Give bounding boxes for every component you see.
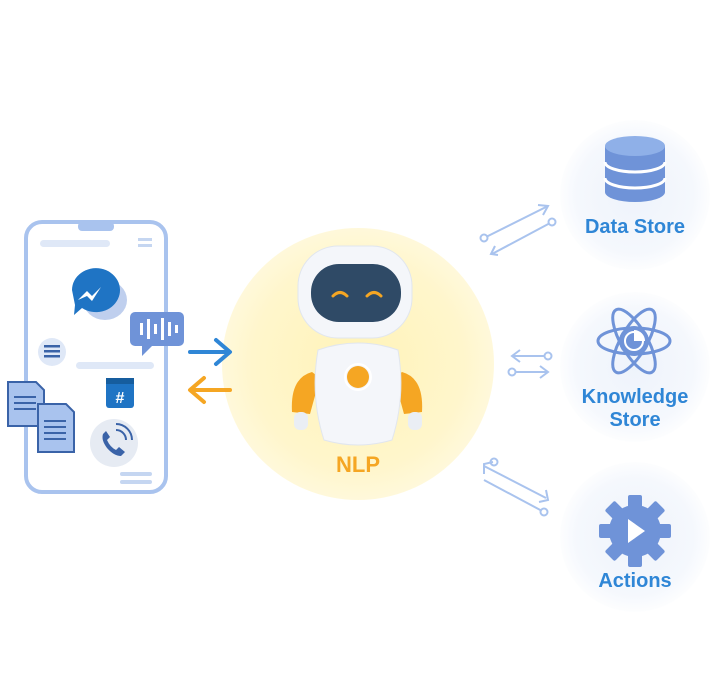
arrow-to-nlp (188, 338, 232, 366)
connector-data-store (479, 204, 557, 256)
messenger-icon (72, 268, 127, 320)
knowledge-store-label: Knowledge Store (560, 386, 710, 432)
knowledge-store-label-line1: Knowledge (581, 386, 689, 408)
database-icon (603, 136, 667, 202)
phone-call-icon (90, 419, 138, 467)
connector-knowledge-store (507, 349, 553, 379)
nlp-label: NLP (336, 452, 380, 477)
atom-icon (596, 307, 672, 375)
data-store-label: Data Store (584, 216, 686, 238)
knowledge-store-label-line2: Store (609, 409, 661, 431)
hashtag-icon: # (106, 378, 134, 408)
svg-text:#: # (116, 390, 125, 407)
connector-actions (483, 457, 550, 517)
document-icon (7, 381, 75, 453)
voice-icon (130, 312, 184, 356)
actions-label: Actions (598, 570, 672, 592)
arrow-from-nlp (188, 376, 232, 404)
gear-play-icon (599, 495, 671, 567)
list-icon (38, 338, 66, 366)
